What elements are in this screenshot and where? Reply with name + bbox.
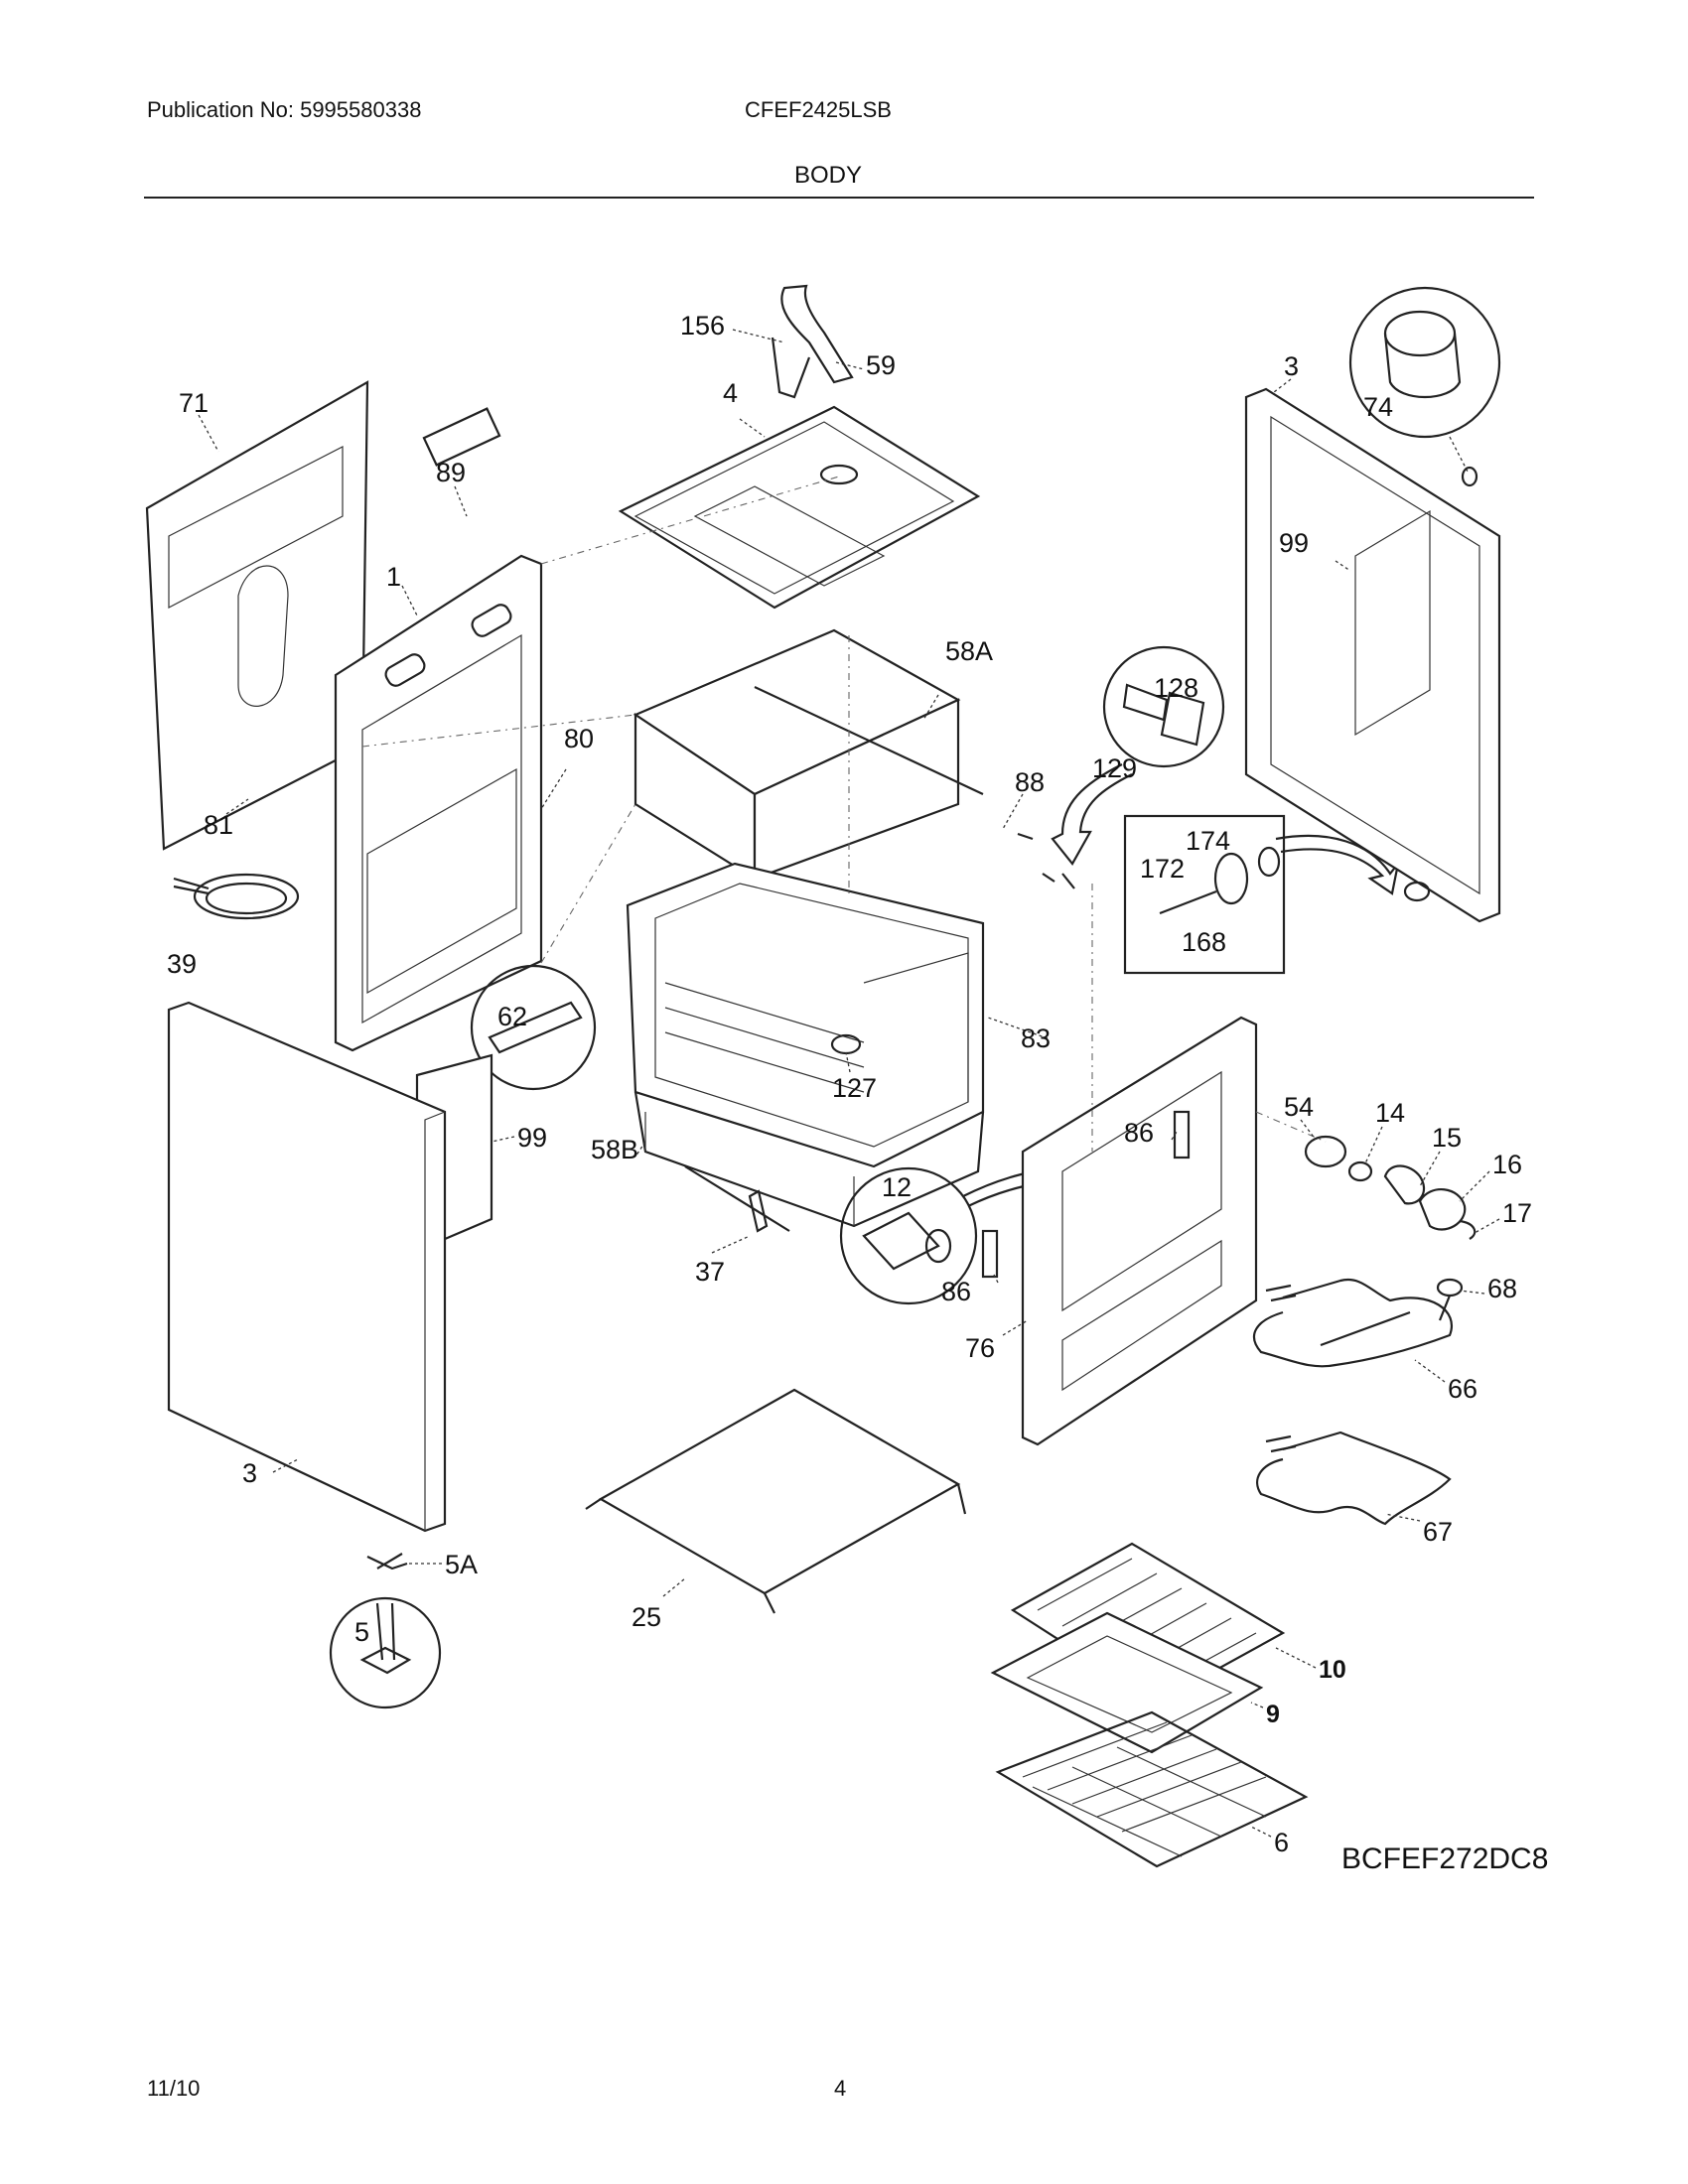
sensor-probe-part — [684, 1165, 790, 1233]
broil-element-part — [1252, 1278, 1453, 1368]
callout-5A: 5A — [445, 1550, 478, 1579]
callout-89: 89 — [436, 458, 466, 487]
model-number: CFEF2425LSB — [745, 97, 892, 122]
magnifier-128-129 — [1051, 645, 1225, 866]
footer-date: 11/10 — [147, 2076, 201, 2101]
projection-lines — [361, 476, 1327, 1152]
sensor-rod-part — [1017, 832, 1075, 889]
wiring-harness-part — [173, 873, 300, 920]
page-number: 4 — [834, 2076, 847, 2101]
callout-81: 81 — [204, 810, 233, 840]
callout-168: 168 — [1182, 927, 1226, 957]
callout-99-right: 99 — [1279, 528, 1309, 558]
side-panel-left-part — [167, 1001, 447, 1533]
section-title: BODY — [794, 162, 863, 189]
bottom-panel-part — [585, 1388, 967, 1614]
bake-element-part — [1256, 1431, 1452, 1526]
callout-76: 76 — [965, 1333, 995, 1363]
callout-25: 25 — [632, 1602, 661, 1632]
oven-light-assembly — [1304, 1135, 1477, 1240]
callout-5: 5 — [354, 1617, 369, 1647]
callout-59: 59 — [866, 350, 896, 380]
callout-58B: 58B — [591, 1135, 638, 1164]
diagram-code: BCFEF272DC8 — [1341, 1843, 1549, 1875]
callout-16: 16 — [1492, 1150, 1522, 1179]
side-panel-right-part — [1244, 387, 1501, 923]
magnifier-12-motor — [839, 1153, 1094, 1305]
callout-3-top: 3 — [1284, 351, 1299, 381]
callout-129: 129 — [1092, 753, 1137, 783]
back-panel-part — [145, 380, 369, 851]
callout-83: 83 — [1021, 1024, 1051, 1053]
callout-10: 10 — [1319, 1656, 1346, 1684]
broil-pan-part — [990, 1611, 1264, 1754]
header-rule — [144, 197, 1534, 199]
callout-12: 12 — [882, 1172, 912, 1202]
insulation-bottom-part — [633, 1091, 985, 1228]
leader-lines — [198, 329, 1500, 1838]
callout-6: 6 — [1274, 1828, 1289, 1857]
callout-86-top: 86 — [1124, 1118, 1154, 1148]
callout-127: 127 — [832, 1073, 877, 1103]
callout-9: 9 — [1266, 1701, 1280, 1728]
callout-39: 39 — [167, 949, 197, 979]
callout-37: 37 — [695, 1257, 725, 1287]
callout-58A: 58A — [945, 636, 993, 666]
callout-54: 54 — [1284, 1092, 1314, 1122]
callout-128: 128 — [1154, 673, 1198, 703]
callout-62: 62 — [497, 1002, 527, 1031]
callout-1: 1 — [386, 562, 401, 592]
callout-174: 174 — [1186, 826, 1230, 856]
callout-15: 15 — [1432, 1123, 1462, 1153]
callout-3-bottom: 3 — [242, 1458, 257, 1488]
callout-99-left: 99 — [517, 1123, 547, 1153]
callout-67: 67 — [1423, 1517, 1453, 1547]
vent-tube-part — [771, 284, 854, 399]
publication-number: Publication No: 5995580338 — [147, 97, 422, 122]
callout-86-bottom: 86 — [941, 1277, 971, 1306]
oven-rack-part — [995, 1710, 1309, 1868]
top-panel-part — [618, 405, 981, 610]
callout-88: 88 — [1015, 767, 1045, 797]
callout-17: 17 — [1502, 1198, 1532, 1228]
callout-71: 71 — [179, 388, 209, 418]
front-frame-part — [334, 407, 543, 1052]
insulation-top-part — [633, 628, 984, 881]
callout-66: 66 — [1448, 1374, 1477, 1404]
rear-partition-part — [981, 1016, 1258, 1446]
leveling-leg-bracket — [329, 1553, 442, 1709]
magnifier-74-knob — [1348, 286, 1501, 487]
magnifier-62-terminal — [470, 964, 597, 1091]
callout-4: 4 — [723, 378, 738, 408]
callout-68: 68 — [1487, 1274, 1517, 1303]
callout-labels: 156 59 4 3 74 71 89 1 99 58A 128 129 80 … — [167, 311, 1532, 1857]
callout-172: 172 — [1140, 854, 1185, 884]
callout-80: 80 — [564, 724, 594, 753]
callout-74: 74 — [1363, 392, 1393, 422]
hinge-detail-box — [1123, 814, 1400, 975]
callout-14: 14 — [1375, 1098, 1405, 1128]
callout-156: 156 — [680, 311, 725, 341]
oven-cavity-part — [626, 862, 985, 1168]
clip-68-part — [1436, 1278, 1464, 1321]
